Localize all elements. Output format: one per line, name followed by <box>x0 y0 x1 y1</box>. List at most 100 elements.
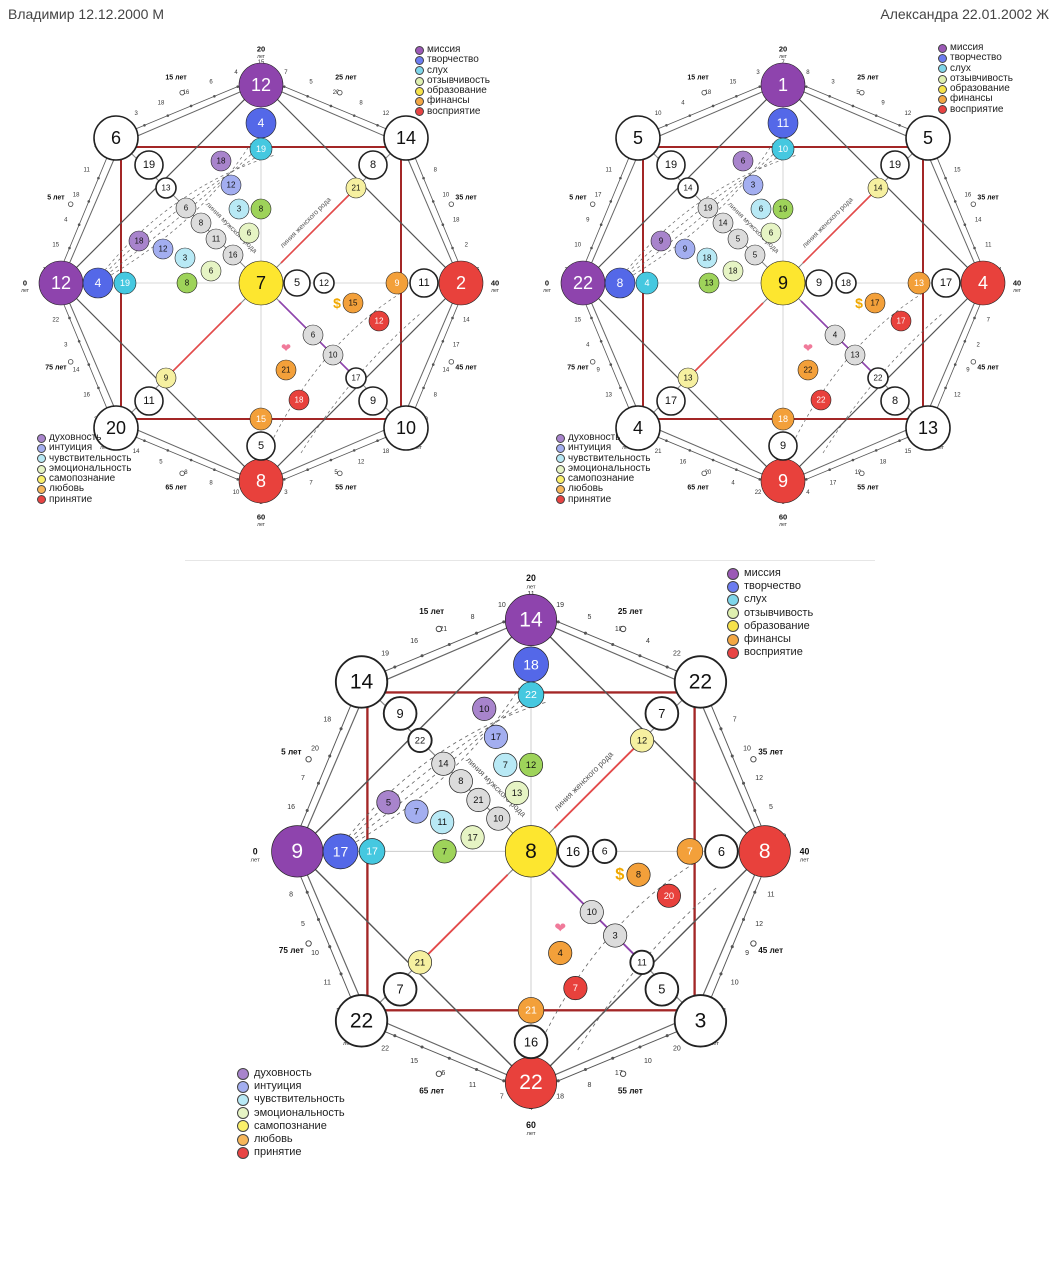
ring-tick <box>742 917 746 921</box>
ring-tick <box>305 890 309 894</box>
age-marker <box>970 359 977 365</box>
age-marker <box>179 470 185 477</box>
octagon-edge <box>582 142 644 284</box>
svg-text:7: 7 <box>256 273 266 293</box>
legend-top-item: восприятие <box>415 106 490 117</box>
age-unit: лет <box>21 288 30 294</box>
ring-number: 15 <box>954 168 961 174</box>
svg-text:17: 17 <box>871 299 880 308</box>
legend-bottom-item: духовность <box>237 1067 345 1080</box>
legend-bottom-swatch <box>237 1146 249 1159</box>
svg-text:6: 6 <box>247 229 252 238</box>
ring-tick <box>376 123 379 127</box>
ring-number: 19 <box>855 470 862 476</box>
dashed-line <box>822 312 944 454</box>
svg-text:12: 12 <box>375 317 384 326</box>
svg-text:12: 12 <box>319 278 329 288</box>
age-label: 25 лет <box>335 74 357 81</box>
legend-top-swatch <box>727 594 739 606</box>
inner-top-circle: 19 <box>772 198 794 220</box>
legend-bottom-swatch <box>37 464 46 474</box>
svg-text:4: 4 <box>558 948 563 958</box>
ring-tick <box>556 1079 560 1083</box>
octagon-edge <box>120 422 262 484</box>
small-tl: 13 <box>155 177 177 199</box>
ring-tick <box>874 449 878 452</box>
ring-number: 5 <box>334 470 338 476</box>
svg-text:22: 22 <box>519 1071 542 1094</box>
legend-top-swatch <box>727 580 739 593</box>
ring-tick <box>143 123 146 127</box>
corner-tl: 6 <box>93 115 139 161</box>
svg-text:9: 9 <box>780 440 786 452</box>
legend-bottom-item: любовь <box>37 484 132 494</box>
legend-top-item: финансы <box>938 94 1013 104</box>
male-line-circle: 10 <box>486 806 511 831</box>
dollar-icon: $ <box>855 295 863 311</box>
age-unit: лет <box>343 1041 352 1047</box>
ring-number: 12 <box>383 111 390 117</box>
age-marker <box>67 359 74 365</box>
ring-tick <box>735 468 738 471</box>
finance-circle: 20 <box>656 883 681 908</box>
ring-number: 18 <box>880 460 887 466</box>
legend-top-swatch <box>727 646 739 659</box>
svg-text:6: 6 <box>741 157 746 166</box>
dashed-line <box>622 146 782 280</box>
legend-top-label: творчество <box>427 54 479 66</box>
ring-tick <box>68 246 71 250</box>
ring-number: 16 <box>183 90 190 96</box>
legend-bottom-swatch <box>556 495 565 505</box>
legend-top-item: отзывчивость <box>727 607 813 620</box>
inner-left-circle: 8 <box>176 272 198 294</box>
inner-mid-circle: 18 <box>722 260 744 282</box>
age-label: 60 <box>779 513 787 522</box>
heart-icon: ❤ <box>803 341 813 355</box>
inner-top-circle: 6 <box>750 198 772 220</box>
svg-text:16: 16 <box>566 844 580 859</box>
legend-bottom-item: принятие <box>556 494 651 505</box>
ring-tick <box>329 458 333 462</box>
ring-number: 19 <box>556 602 564 609</box>
ring-tick <box>730 945 734 949</box>
legend-bottom-item: чувствительность <box>37 453 132 464</box>
ring-number: 20 <box>311 746 319 753</box>
svg-text:12: 12 <box>51 273 71 293</box>
legend-top-swatch <box>727 567 739 580</box>
svg-text:22: 22 <box>817 396 826 405</box>
ring-number: 7 <box>284 70 288 76</box>
octagon-edge <box>400 282 462 424</box>
svg-text:7: 7 <box>503 760 508 770</box>
center-right-1: 5 <box>283 269 311 297</box>
age-label: 40 <box>491 279 499 288</box>
legend-bottom-swatch <box>237 1107 249 1120</box>
svg-text:19: 19 <box>120 278 130 288</box>
ring-tick <box>611 1056 615 1060</box>
legend-bottom-item: самопознание <box>237 1120 345 1133</box>
legend-top-label: миссия <box>950 42 984 53</box>
svg-text:22: 22 <box>525 689 537 701</box>
small-tr: 12 <box>629 728 655 753</box>
age-unit: лет <box>622 445 631 451</box>
age-label: 25 лет <box>857 74 879 81</box>
age-unit: лет <box>1013 288 1022 294</box>
svg-text:15: 15 <box>256 414 266 424</box>
ring-tick <box>451 316 454 320</box>
male-line-circle: 21 <box>466 787 491 812</box>
inner-mid-circle: 17 <box>460 825 485 850</box>
svg-text:21: 21 <box>525 1004 537 1016</box>
svg-text:8: 8 <box>370 159 376 171</box>
svg-text:9: 9 <box>394 278 399 288</box>
legend-top-label: восприятие <box>744 646 803 659</box>
small-tl: 22 <box>407 727 433 753</box>
heart-icon: ❤ <box>554 919 566 935</box>
ring-number: 15 <box>52 243 59 249</box>
ring-number: 4 <box>234 70 238 76</box>
inner-tl: 19 <box>656 150 686 180</box>
ring-number: 8 <box>209 480 213 486</box>
ring-number: 15 <box>410 1058 418 1065</box>
small-br: 17 <box>345 367 367 389</box>
